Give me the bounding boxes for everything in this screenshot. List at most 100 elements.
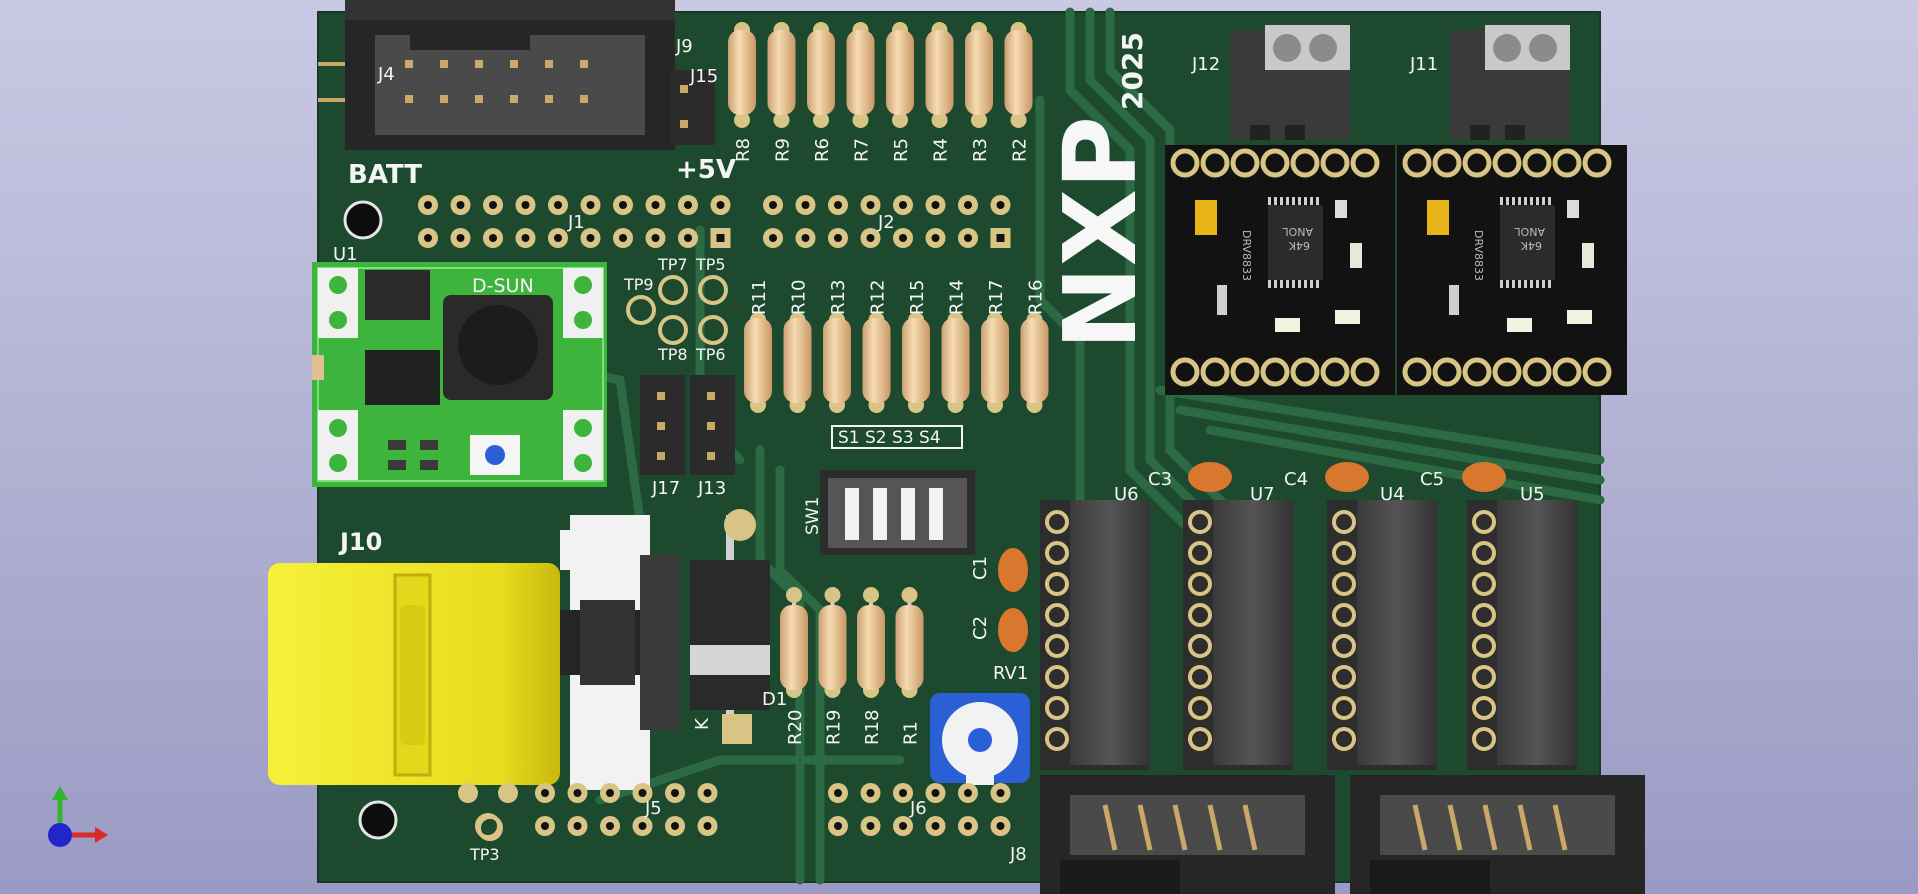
j5-label: J5 (644, 798, 662, 819)
resistor-label: R20 (785, 710, 806, 745)
nxp-logo: NXP (1042, 116, 1159, 350)
sw1-dip-switch[interactable] (820, 470, 975, 555)
j8-label: J8 (1009, 844, 1027, 865)
c4-capacitor (1325, 462, 1369, 492)
tp5-label: TP5 (695, 255, 726, 274)
dip-label-box (831, 425, 963, 449)
resistor-label: R18 (862, 710, 883, 745)
j11-terminal (1450, 25, 1570, 140)
test-point (658, 275, 688, 305)
j9-label: J9 (675, 36, 693, 57)
c1-label: C1 (970, 556, 991, 580)
resistor-label: R10 (789, 280, 810, 315)
mounting-hole (343, 200, 383, 240)
resistor-r14 (941, 318, 970, 403)
resistor-label: R3 (970, 138, 991, 162)
resistor-label: R17 (986, 280, 1007, 315)
resistor-label: R15 (907, 280, 928, 315)
j8-box-header-left (1040, 775, 1335, 894)
dip-ic (1357, 500, 1437, 765)
resistor-label: R16 (1026, 280, 1047, 315)
tp9-label: TP9 (623, 275, 654, 294)
resistor-r5 (886, 30, 914, 115)
j8-box-header-right (1350, 775, 1645, 894)
dip-label: S1 S2 S3 S4 (838, 428, 941, 448)
dip-ic (1497, 500, 1577, 765)
j10-yellow-connector (268, 563, 560, 785)
resistor-r6 (807, 30, 835, 115)
j11-label: J11 (1409, 54, 1438, 75)
test-point (626, 295, 656, 325)
resistor-r2 (1004, 30, 1033, 115)
resistor-label: R13 (828, 280, 849, 315)
rv1-label: RV1 (993, 663, 1028, 684)
resistor-label: R14 (947, 280, 968, 315)
resistor-label: R6 (812, 138, 833, 162)
year-label: 2025 (1116, 32, 1149, 110)
dip-ic-row (1040, 500, 1577, 770)
k-label: K (692, 717, 713, 730)
resistor-row-mid: R11 R10 R13 R12 R15 R14 R17 R16 (744, 280, 1049, 413)
svg-text:DRV8833: DRV8833 (1240, 230, 1253, 281)
resistor-label: R1 (901, 721, 922, 745)
test-point (698, 315, 728, 345)
svg-text:ANOL: ANOL (1514, 225, 1545, 238)
resistor-r20 (780, 605, 808, 690)
axis-gizmo[interactable] (48, 786, 108, 847)
resistor-r3 (965, 30, 993, 115)
u1-buck-module (312, 262, 607, 487)
j17-j13-headers (640, 375, 735, 475)
resistor-row-bottom: R20 R19 R18 R1 (780, 587, 924, 745)
test-point (658, 315, 688, 345)
resistor-r9 (767, 30, 796, 115)
j4-label: J4 (377, 64, 395, 85)
j17-label: J17 (651, 478, 680, 499)
u1-label: U1 (333, 244, 358, 265)
j10-label: J10 (338, 528, 382, 556)
u4-label: U4 (1380, 484, 1405, 505)
svg-text:ANOL: ANOL (1282, 225, 1313, 238)
c1-capacitor (998, 548, 1028, 592)
resistor-label: R8 (733, 138, 754, 162)
power-slide-switch[interactable] (560, 515, 680, 790)
c2-label: C2 (970, 616, 991, 640)
resistor-label: R9 (773, 138, 794, 162)
tp3-label: TP3 (469, 845, 500, 864)
resistor-r1 (895, 605, 924, 690)
u7-label: U7 (1250, 484, 1275, 505)
plus5v-label: +5V (676, 155, 736, 185)
j2-pad-array (763, 195, 1011, 248)
resistor-r18 (857, 605, 885, 690)
j6-label: J6 (909, 798, 927, 819)
resistor-label: R12 (868, 280, 889, 315)
resistor-r12 (862, 318, 891, 403)
c3-label: C3 (1148, 469, 1172, 490)
j2-label: J2 (877, 212, 895, 233)
d1-label: D1 (762, 689, 787, 710)
mounting-hole (358, 800, 398, 840)
tp8-label: TP8 (657, 345, 688, 364)
c2-capacitor (998, 608, 1028, 652)
c5-capacitor (1462, 462, 1506, 492)
resistor-r16 (1020, 318, 1049, 403)
resistor-label: R19 (824, 710, 845, 745)
resistor-label: R11 (749, 280, 770, 315)
resistor-r8 (728, 30, 756, 115)
resistor-r19 (818, 605, 847, 690)
test-point (698, 275, 728, 305)
dip-ic (1070, 500, 1150, 765)
rv1-trimpot[interactable] (930, 693, 1030, 785)
j15-header (670, 70, 715, 145)
resistor-label: R5 (891, 138, 912, 162)
j1-pad-array (418, 195, 731, 248)
test-points (477, 275, 728, 841)
j12-label: J12 (1191, 54, 1220, 75)
dsun-label: D-SUN (472, 275, 534, 297)
resistor-label: R7 (852, 138, 873, 162)
resistor-r7 (846, 30, 875, 115)
j12-terminal (1230, 25, 1350, 140)
